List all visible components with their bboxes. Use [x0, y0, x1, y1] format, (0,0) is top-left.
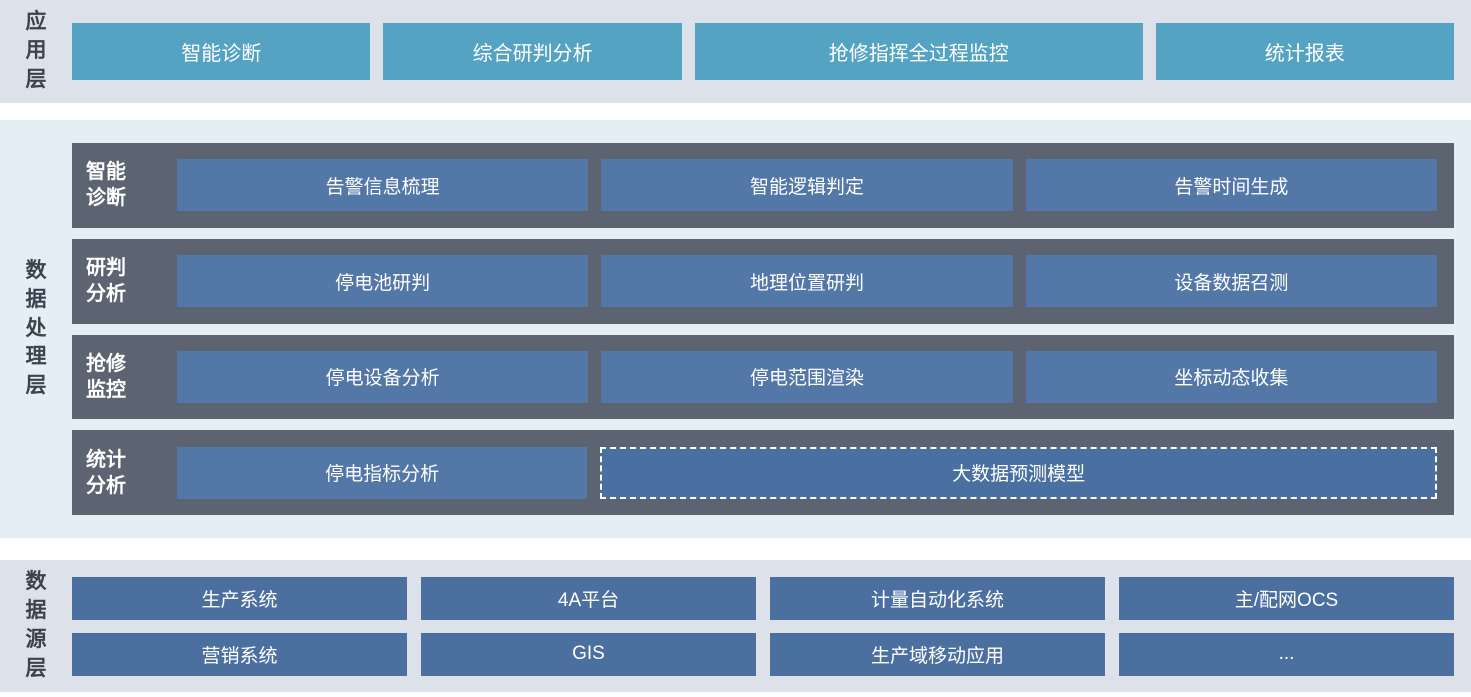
processing-row-label-column: 智能诊断	[72, 159, 177, 211]
processing-row-statistical-analysis: 统计分析 停电指标分析 大数据预测模型	[72, 430, 1454, 515]
processing-layer-label-column: 数据处理层	[0, 120, 72, 538]
source-box-ellipsis: ...	[1119, 632, 1454, 676]
app-box-intelligent-diagnosis: 智能诊断	[72, 23, 371, 80]
source-box-marketing-system: 营销系统	[72, 632, 407, 676]
processing-row-buttons: 停电指标分析 大数据预测模型	[177, 446, 1437, 499]
application-layer-section: 应用层 智能诊断 综合研判分析 抢修指挥全过程监控 统计报表	[0, 0, 1471, 103]
processing-row-buttons: 停电设备分析 停电范围渲染 坐标动态收集	[177, 350, 1437, 403]
processing-row-label-column: 研判分析	[72, 255, 177, 307]
source-layer-label-column: 数据源层	[0, 560, 72, 692]
processing-row-buttons: 停电池研判 地理位置研判 设备数据召测	[177, 255, 1437, 308]
processing-row-label: 智能诊断	[86, 161, 126, 210]
data-processing-layer-section: 数据处理层 智能诊断 告警信息梳理 智能逻辑判定 告警时间生成 研判分析 停电池…	[0, 120, 1471, 538]
application-layer-label: 应用层	[25, 10, 47, 91]
source-box-main-distribution-ocs: 主/配网OCS	[1119, 576, 1454, 620]
module-box-coordinate-dynamic-collection: 坐标动态收集	[1025, 350, 1437, 403]
processing-row-analysis: 研判分析 停电池研判 地理位置研判 设备数据召测	[72, 238, 1454, 324]
module-box-outage-indicator-analysis: 停电指标分析	[177, 446, 588, 499]
processing-row-label: 抢修监控	[86, 352, 126, 401]
processing-row-label: 研判分析	[86, 257, 126, 306]
app-box-repair-command-monitoring: 抢修指挥全过程监控	[694, 23, 1143, 80]
processing-rows: 智能诊断 告警信息梳理 智能逻辑判定 告警时间生成 研判分析 停电池研判 地理位…	[72, 120, 1454, 538]
module-box-alarm-time-generation: 告警时间生成	[1025, 159, 1437, 212]
module-box-outage-range-rendering: 停电范围渲染	[601, 350, 1013, 403]
processing-row-label: 统计分析	[86, 448, 126, 497]
processing-row-label-column: 抢修监控	[72, 351, 177, 403]
processing-row-buttons: 告警信息梳理 智能逻辑判定 告警时间生成	[177, 159, 1437, 212]
module-box-alarm-info-sorting: 告警信息梳理	[177, 159, 589, 212]
module-box-big-data-prediction-model: 大数据预测模型	[600, 446, 1437, 499]
processing-row-label-column: 统计分析	[72, 447, 177, 499]
source-row-2: 营销系统 GIS 生产域移动应用 ...	[72, 632, 1454, 676]
source-box-metering-automation-system: 计量自动化系统	[770, 576, 1105, 620]
application-layer-content: 智能诊断 综合研判分析 抢修指挥全过程监控 统计报表	[72, 0, 1454, 103]
module-box-intelligent-logic-judgment: 智能逻辑判定	[601, 159, 1013, 212]
module-box-outage-battery-analysis: 停电池研判	[177, 255, 589, 308]
source-box-4a-platform: 4A平台	[421, 576, 756, 620]
source-box-production-system: 生产系统	[72, 576, 407, 620]
module-box-geographic-location-analysis: 地理位置研判	[601, 255, 1013, 308]
data-source-layer-section: 数据源层 生产系统 4A平台 计量自动化系统 主/配网OCS 营销系统 GIS …	[0, 560, 1471, 692]
module-box-outage-device-analysis: 停电设备分析	[177, 350, 589, 403]
processing-layer-label: 数据处理层	[25, 258, 47, 398]
application-button-row: 智能诊断 综合研判分析 抢修指挥全过程监控 统计报表	[72, 23, 1454, 80]
source-box-production-mobile-app: 生产域移动应用	[770, 632, 1105, 676]
application-layer-label-column: 应用层	[0, 0, 72, 103]
app-box-statistical-reports: 统计报表	[1155, 23, 1454, 80]
source-row-1: 生产系统 4A平台 计量自动化系统 主/配网OCS	[72, 576, 1454, 620]
source-box-gis: GIS	[421, 632, 756, 676]
source-rows: 生产系统 4A平台 计量自动化系统 主/配网OCS 营销系统 GIS 生产域移动…	[72, 560, 1454, 692]
processing-row-intelligent-diagnosis: 智能诊断 告警信息梳理 智能逻辑判定 告警时间生成	[72, 143, 1454, 228]
app-box-comprehensive-analysis: 综合研判分析	[383, 23, 682, 80]
processing-row-repair-monitoring: 抢修监控 停电设备分析 停电范围渲染 坐标动态收集	[72, 334, 1454, 420]
module-box-device-data-call-test: 设备数据召测	[1025, 255, 1437, 308]
source-layer-label: 数据源层	[25, 570, 47, 680]
